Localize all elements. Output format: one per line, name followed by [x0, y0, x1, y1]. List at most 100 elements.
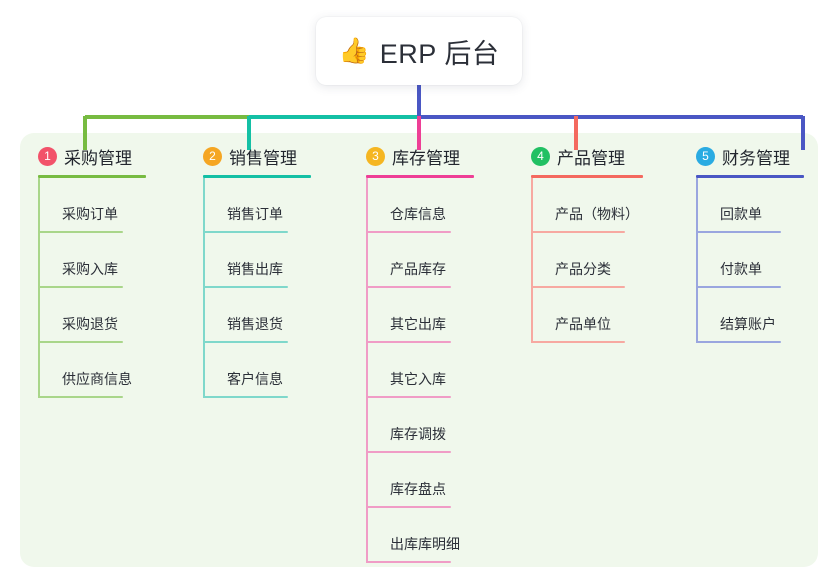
list-item-rule	[366, 561, 451, 563]
list-item[interactable]: 回款单	[696, 178, 804, 233]
list-item-rule	[38, 396, 123, 398]
column-header-rule-1	[38, 175, 146, 178]
list-item-rule	[366, 396, 451, 398]
list-item-rule	[38, 231, 123, 233]
list-item-rule	[203, 231, 288, 233]
column-header-4[interactable]: 4 产品管理	[531, 143, 643, 169]
list-item-rule	[366, 231, 451, 233]
column-items-1: 采购订单采购入库采购退货供应商信息	[38, 178, 146, 398]
list-item-label: 库存调拨	[390, 426, 446, 442]
column-5: 5 财务管理回款单付款单结算账户	[696, 143, 804, 343]
list-item[interactable]: 结算账户	[696, 288, 804, 343]
list-item-label: 采购退货	[62, 316, 118, 332]
list-item[interactable]: 产品单位	[531, 288, 643, 343]
column-2: 2 销售管理销售订单销售出库销售退货客户信息	[203, 143, 311, 398]
column-1: 1 采购管理采购订单采购入库采购退货供应商信息	[38, 143, 146, 398]
column-header-1[interactable]: 1 采购管理	[38, 143, 146, 169]
list-item-label: 产品单位	[555, 316, 611, 332]
list-item[interactable]: 其它入库	[366, 343, 474, 398]
list-item[interactable]: 销售出库	[203, 233, 311, 288]
column-spine-4	[531, 178, 533, 343]
list-item-label: 产品库存	[390, 261, 446, 277]
list-item-label: 客户信息	[227, 371, 283, 387]
column-title-5: 财务管理	[722, 148, 790, 168]
column-header-2[interactable]: 2 销售管理	[203, 143, 311, 169]
list-item[interactable]: 其它出库	[366, 288, 474, 343]
column-header-rule-4	[531, 175, 643, 178]
list-item[interactable]: 销售订单	[203, 178, 311, 233]
list-item-rule	[531, 286, 625, 288]
list-item-label: 销售退货	[227, 316, 283, 332]
list-item-label: 销售出库	[227, 261, 283, 277]
list-item-rule	[203, 396, 288, 398]
root-title-inner: 👍 ERP 后台	[339, 32, 500, 71]
list-item-rule	[366, 451, 451, 453]
column-badge-1: 1	[38, 146, 57, 166]
list-item-rule	[696, 341, 781, 343]
list-item[interactable]: 客户信息	[203, 343, 311, 398]
root-title-card: 👍 ERP 后台	[316, 17, 522, 85]
list-item-rule	[531, 231, 625, 233]
diagram-background-panel	[20, 133, 818, 567]
list-item[interactable]: 库存盘点	[366, 453, 474, 508]
list-item-label: 产品分类	[555, 261, 611, 277]
list-item-label: 回款单	[720, 206, 762, 222]
thumbs-up-icon: 👍	[338, 36, 370, 65]
list-item[interactable]: 销售退货	[203, 288, 311, 343]
column-header-5[interactable]: 5 财务管理	[696, 143, 804, 169]
list-item-label: 产品（物料）	[555, 206, 639, 222]
list-item[interactable]: 产品分类	[531, 233, 643, 288]
list-item-label: 其它入库	[390, 371, 446, 387]
list-item-rule	[38, 341, 123, 343]
root-title-text: ERP 后台	[379, 38, 500, 69]
column-items-5: 回款单付款单结算账户	[696, 178, 804, 343]
column-spine-2	[203, 178, 205, 398]
list-item-rule	[203, 341, 288, 343]
list-item-label: 采购入库	[62, 261, 118, 277]
list-item-label: 仓库信息	[390, 206, 446, 222]
list-item[interactable]: 采购订单	[38, 178, 146, 233]
column-title-3: 库存管理	[392, 148, 460, 168]
list-item-label: 付款单	[720, 261, 762, 277]
list-item-rule	[531, 341, 625, 343]
list-item-rule	[696, 286, 781, 288]
list-item-label: 结算账户	[720, 316, 776, 332]
list-item-label: 库存盘点	[390, 481, 446, 497]
column-title-2: 销售管理	[229, 148, 297, 168]
list-item-rule	[366, 506, 451, 508]
list-item-rule	[696, 231, 781, 233]
column-badge-2: 2	[203, 146, 222, 166]
list-item[interactable]: 供应商信息	[38, 343, 146, 398]
column-spine-1	[38, 178, 40, 398]
list-item-rule	[203, 286, 288, 288]
list-item-label: 采购订单	[62, 206, 118, 222]
list-item-rule	[38, 286, 123, 288]
list-item-rule	[366, 286, 451, 288]
column-badge-5: 5	[696, 146, 715, 166]
column-items-4: 产品（物料） 产品分类产品单位	[531, 178, 643, 343]
list-item-label: 其它出库	[390, 316, 446, 332]
column-badge-4: 4	[531, 146, 550, 166]
column-items-2: 销售订单销售出库销售退货客户信息	[203, 178, 311, 398]
column-header-rule-2	[203, 175, 311, 178]
column-4: 4 产品管理产品（物料） 产品分类产品单位	[531, 143, 643, 343]
list-item-label: 出库库明细	[390, 536, 460, 552]
column-title-4: 产品管理	[557, 148, 625, 168]
column-header-rule-3	[366, 175, 474, 178]
column-header-rule-5	[696, 175, 804, 178]
list-item[interactable]: 库存调拨	[366, 398, 474, 453]
list-item[interactable]: 产品库存	[366, 233, 474, 288]
column-spine-3	[366, 178, 368, 563]
list-item-rule	[366, 341, 451, 343]
list-item[interactable]: 出库库明细	[366, 508, 474, 563]
list-item[interactable]: 采购退货	[38, 288, 146, 343]
column-title-1: 采购管理	[64, 148, 132, 168]
list-item[interactable]: 付款单	[696, 233, 804, 288]
list-item[interactable]: 采购入库	[38, 233, 146, 288]
list-item[interactable]: 仓库信息	[366, 178, 474, 233]
list-item-label: 销售订单	[227, 206, 283, 222]
list-item[interactable]: 产品（物料）	[531, 178, 643, 233]
